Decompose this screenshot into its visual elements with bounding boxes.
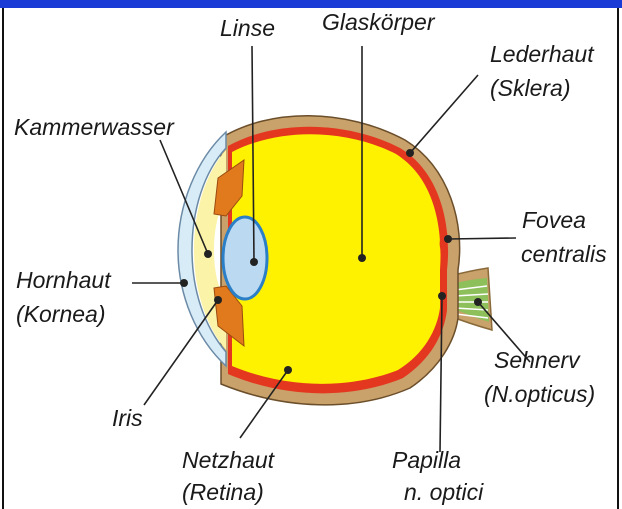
label-hornhaut: Hornhaut [16, 267, 112, 293]
frame-left [2, 8, 4, 509]
leader-lederhaut [410, 75, 478, 153]
label-retina: (Retina) [182, 479, 264, 505]
dot-fovea [444, 235, 452, 243]
dot-kammerwasser [204, 250, 212, 258]
label-kornea: (Kornea) [16, 301, 105, 327]
dot-glaskoerper [358, 254, 366, 262]
label-glaskoerper: Glaskörper [322, 9, 436, 35]
dot-iris [214, 296, 222, 304]
dot-hornhaut [180, 279, 188, 287]
leader-fovea [448, 238, 516, 239]
dot-linse [250, 258, 258, 266]
dot-lederhaut [406, 149, 414, 157]
label-fovea-centralis: centralis [521, 241, 607, 267]
label-fovea: Fovea [522, 207, 586, 233]
dot-papilla [438, 292, 446, 300]
label-n-opticus: (N.opticus) [484, 381, 595, 407]
top-bar [0, 0, 622, 8]
frame-right [617, 8, 619, 509]
label-kammerwasser: Kammerwasser [14, 114, 175, 140]
lens [223, 217, 267, 299]
label-netzhaut: Netzhaut [182, 447, 276, 473]
leader-iris [144, 300, 218, 405]
label-linse: Linse [220, 15, 275, 41]
dot-netzhaut [284, 366, 292, 374]
label-sklera: (Sklera) [490, 75, 571, 101]
label-papilla: Papilla [392, 447, 461, 473]
label-iris: Iris [112, 405, 143, 431]
label-n-optici: n. optici [404, 479, 484, 505]
label-lederhaut: Lederhaut [490, 41, 595, 67]
dot-sehnerv [474, 298, 482, 306]
label-sehnerv: Sehnerv [494, 347, 581, 373]
